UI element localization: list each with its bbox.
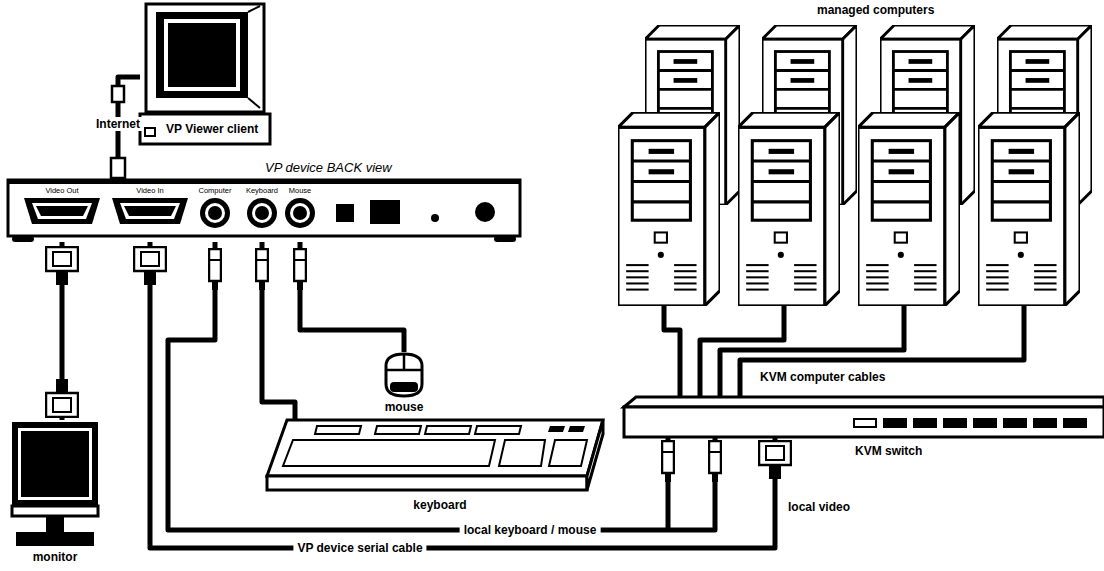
port-label: Computer [199, 186, 232, 195]
kvm-computer-cables [664, 306, 1024, 398]
group-label: managed computers [815, 3, 936, 17]
kvm-switch-label: KVM switch [855, 444, 922, 458]
port-label: Video Out [45, 186, 78, 195]
keyboard-label: keyboard [413, 498, 466, 512]
port-label: Keyboard [246, 186, 278, 195]
port-label: Mouse [289, 186, 312, 195]
cable-label: local keyboard / mouse [460, 523, 601, 537]
mouse-label: mouse [385, 400, 424, 414]
managed-computers [618, 25, 1092, 306]
device-heading: VP device BACK view [265, 161, 392, 175]
client-label: VP Viewer client [166, 122, 258, 136]
viewer-client-computer: VP Viewer client [140, 2, 270, 144]
mouse: mouse [382, 352, 426, 398]
port-label: Video In [136, 186, 163, 195]
cable-label: Internet [92, 117, 144, 131]
cable [300, 242, 404, 352]
cable-label: local video [786, 500, 852, 514]
cable-label: KVM computer cables [758, 370, 887, 384]
kvm-switch-shape [624, 397, 1104, 437]
monitor: monitor [10, 420, 100, 548]
monitor-shape [10, 420, 100, 548]
mouse-shape [382, 352, 426, 398]
keyboard: keyboard [265, 420, 605, 492]
kvm-switch: KVM switch [624, 397, 1104, 437]
cable-label: VP device serial cable [293, 541, 426, 555]
vp-device: VP device BACK viewVideo OutVideo InComp… [8, 180, 520, 242]
keyboard-shape [265, 420, 605, 492]
monitor-label: monitor [33, 550, 78, 564]
